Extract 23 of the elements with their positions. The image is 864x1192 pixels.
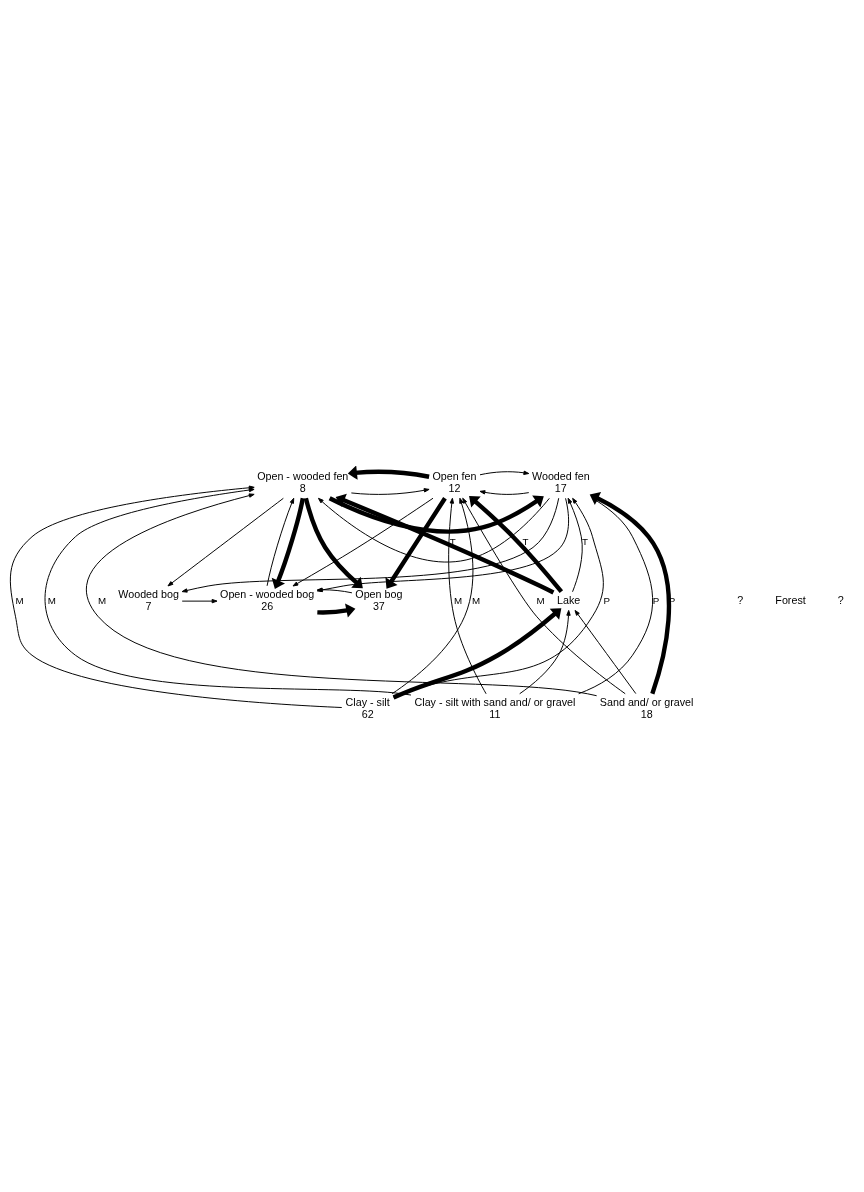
label: ? bbox=[837, 593, 844, 606]
edge-label: T bbox=[581, 535, 588, 547]
edge-label: M bbox=[472, 594, 481, 606]
node-text: Wooded fen 17 bbox=[532, 469, 590, 494]
edge-label: M bbox=[15, 594, 24, 606]
edge-label: M bbox=[97, 594, 107, 606]
edge-label: M bbox=[454, 594, 463, 606]
node-text: Open - wooded fen 8 bbox=[257, 469, 349, 494]
label: ? bbox=[737, 593, 744, 606]
label: Forest bbox=[775, 593, 806, 606]
edge-label: T bbox=[522, 535, 529, 547]
node-text: Clay - silt with sand and/ or gravel 11 bbox=[414, 695, 576, 720]
node-text: Lake bbox=[556, 593, 581, 606]
edge-label: P bbox=[603, 594, 610, 606]
node-text: Open bog 37 bbox=[355, 588, 403, 612]
node-text: Wooded bog 7 bbox=[118, 588, 179, 612]
node-text: Open - wooded bog 26 bbox=[220, 588, 315, 612]
edge-label: M bbox=[536, 594, 545, 606]
node-text: Open fen 12 bbox=[432, 469, 477, 494]
edge-label: P bbox=[652, 594, 660, 606]
edge-label: M bbox=[47, 594, 56, 606]
node-text: Clay - silt 62 bbox=[345, 695, 390, 720]
node-text: Sand and/ or gravel 18 bbox=[599, 695, 694, 720]
